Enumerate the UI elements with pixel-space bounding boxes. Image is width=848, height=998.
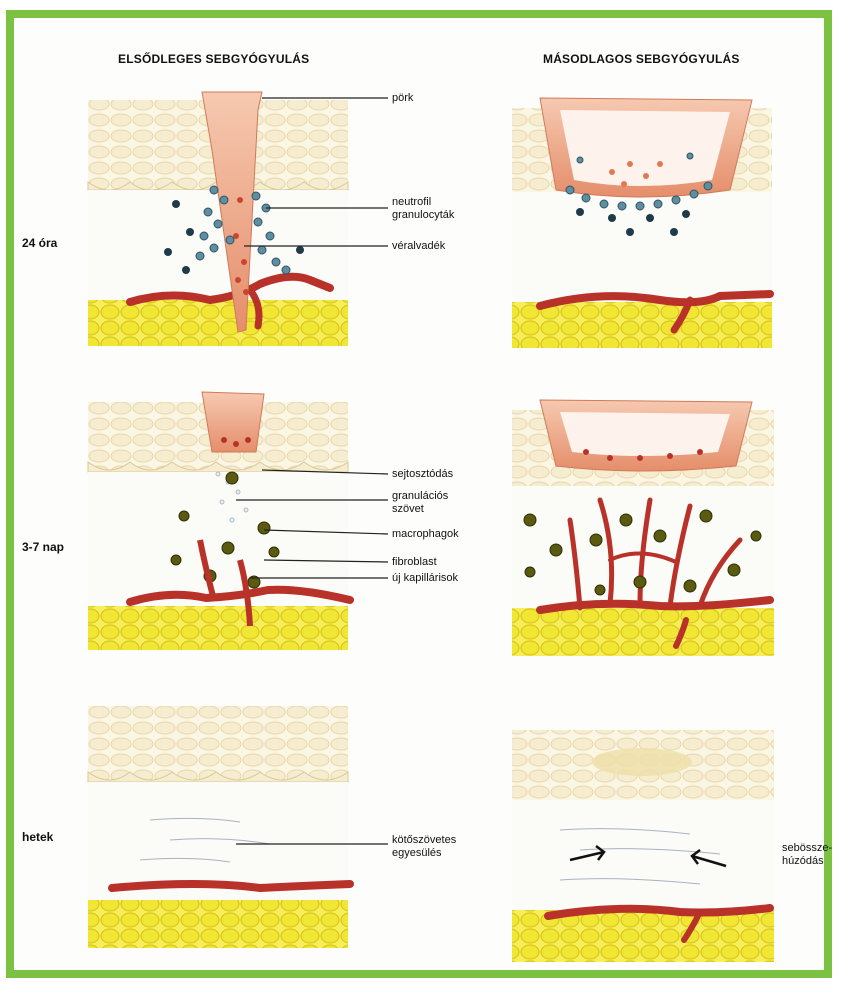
row-label-3-7-days: 3-7 nap	[22, 540, 65, 554]
leader-lines	[236, 97, 389, 845]
label-uj-kapillarisok: új kapillárisok	[392, 572, 459, 584]
label-sebosszehuzodas: sebössze- húzódás	[782, 842, 832, 868]
title-primary-healing: ELSŐDLEGES SEBGYÓGYULÁS	[118, 52, 310, 66]
label-neutrofil: neutrofil granulocyták	[392, 196, 454, 222]
label-kotoszovetes-line2: egyesülés	[392, 847, 442, 859]
panel-secondary-24h	[512, 97, 774, 348]
panel-primary-3-7-days	[87, 391, 354, 650]
label-macrophagok: macrophagok	[392, 528, 459, 540]
panel-primary-24h	[87, 91, 349, 346]
label-sejtosztodas: sejtosztódás	[392, 468, 454, 480]
label-granulacios-line1: granulációs	[392, 490, 449, 502]
label-granulacios-szovet: granulációs szövet	[392, 490, 448, 516]
panel-secondary-3-7-days	[512, 399, 774, 656]
panel-secondary-weeks	[512, 730, 774, 962]
label-veralvadek: véralvadék	[392, 240, 446, 252]
label-neutrofil-line1: neutrofil	[392, 196, 432, 208]
label-fibroblast: fibroblast	[392, 556, 437, 568]
label-kotoszovetes-line1: kötőszövetes	[392, 834, 457, 846]
label-kotoszovetes-egyesules: kötőszövetes egyesülés	[392, 834, 456, 860]
panel-primary-weeks	[87, 706, 354, 948]
row-label-24h: 24 óra	[22, 236, 58, 250]
title-secondary-healing: MÁSODLAGOS SEBGYÓGYULÁS	[543, 52, 740, 66]
row-label-weeks: hetek	[22, 830, 54, 844]
label-sebossze-line2: húzódás	[782, 855, 824, 867]
label-pork: pörk	[392, 92, 414, 104]
contraction-arrows	[569, 845, 727, 868]
label-granulacios-line2: szövet	[392, 503, 424, 515]
label-sebossze-line1: sebössze-	[782, 842, 833, 854]
label-neutrofil-line2: granulocyták	[392, 209, 455, 221]
